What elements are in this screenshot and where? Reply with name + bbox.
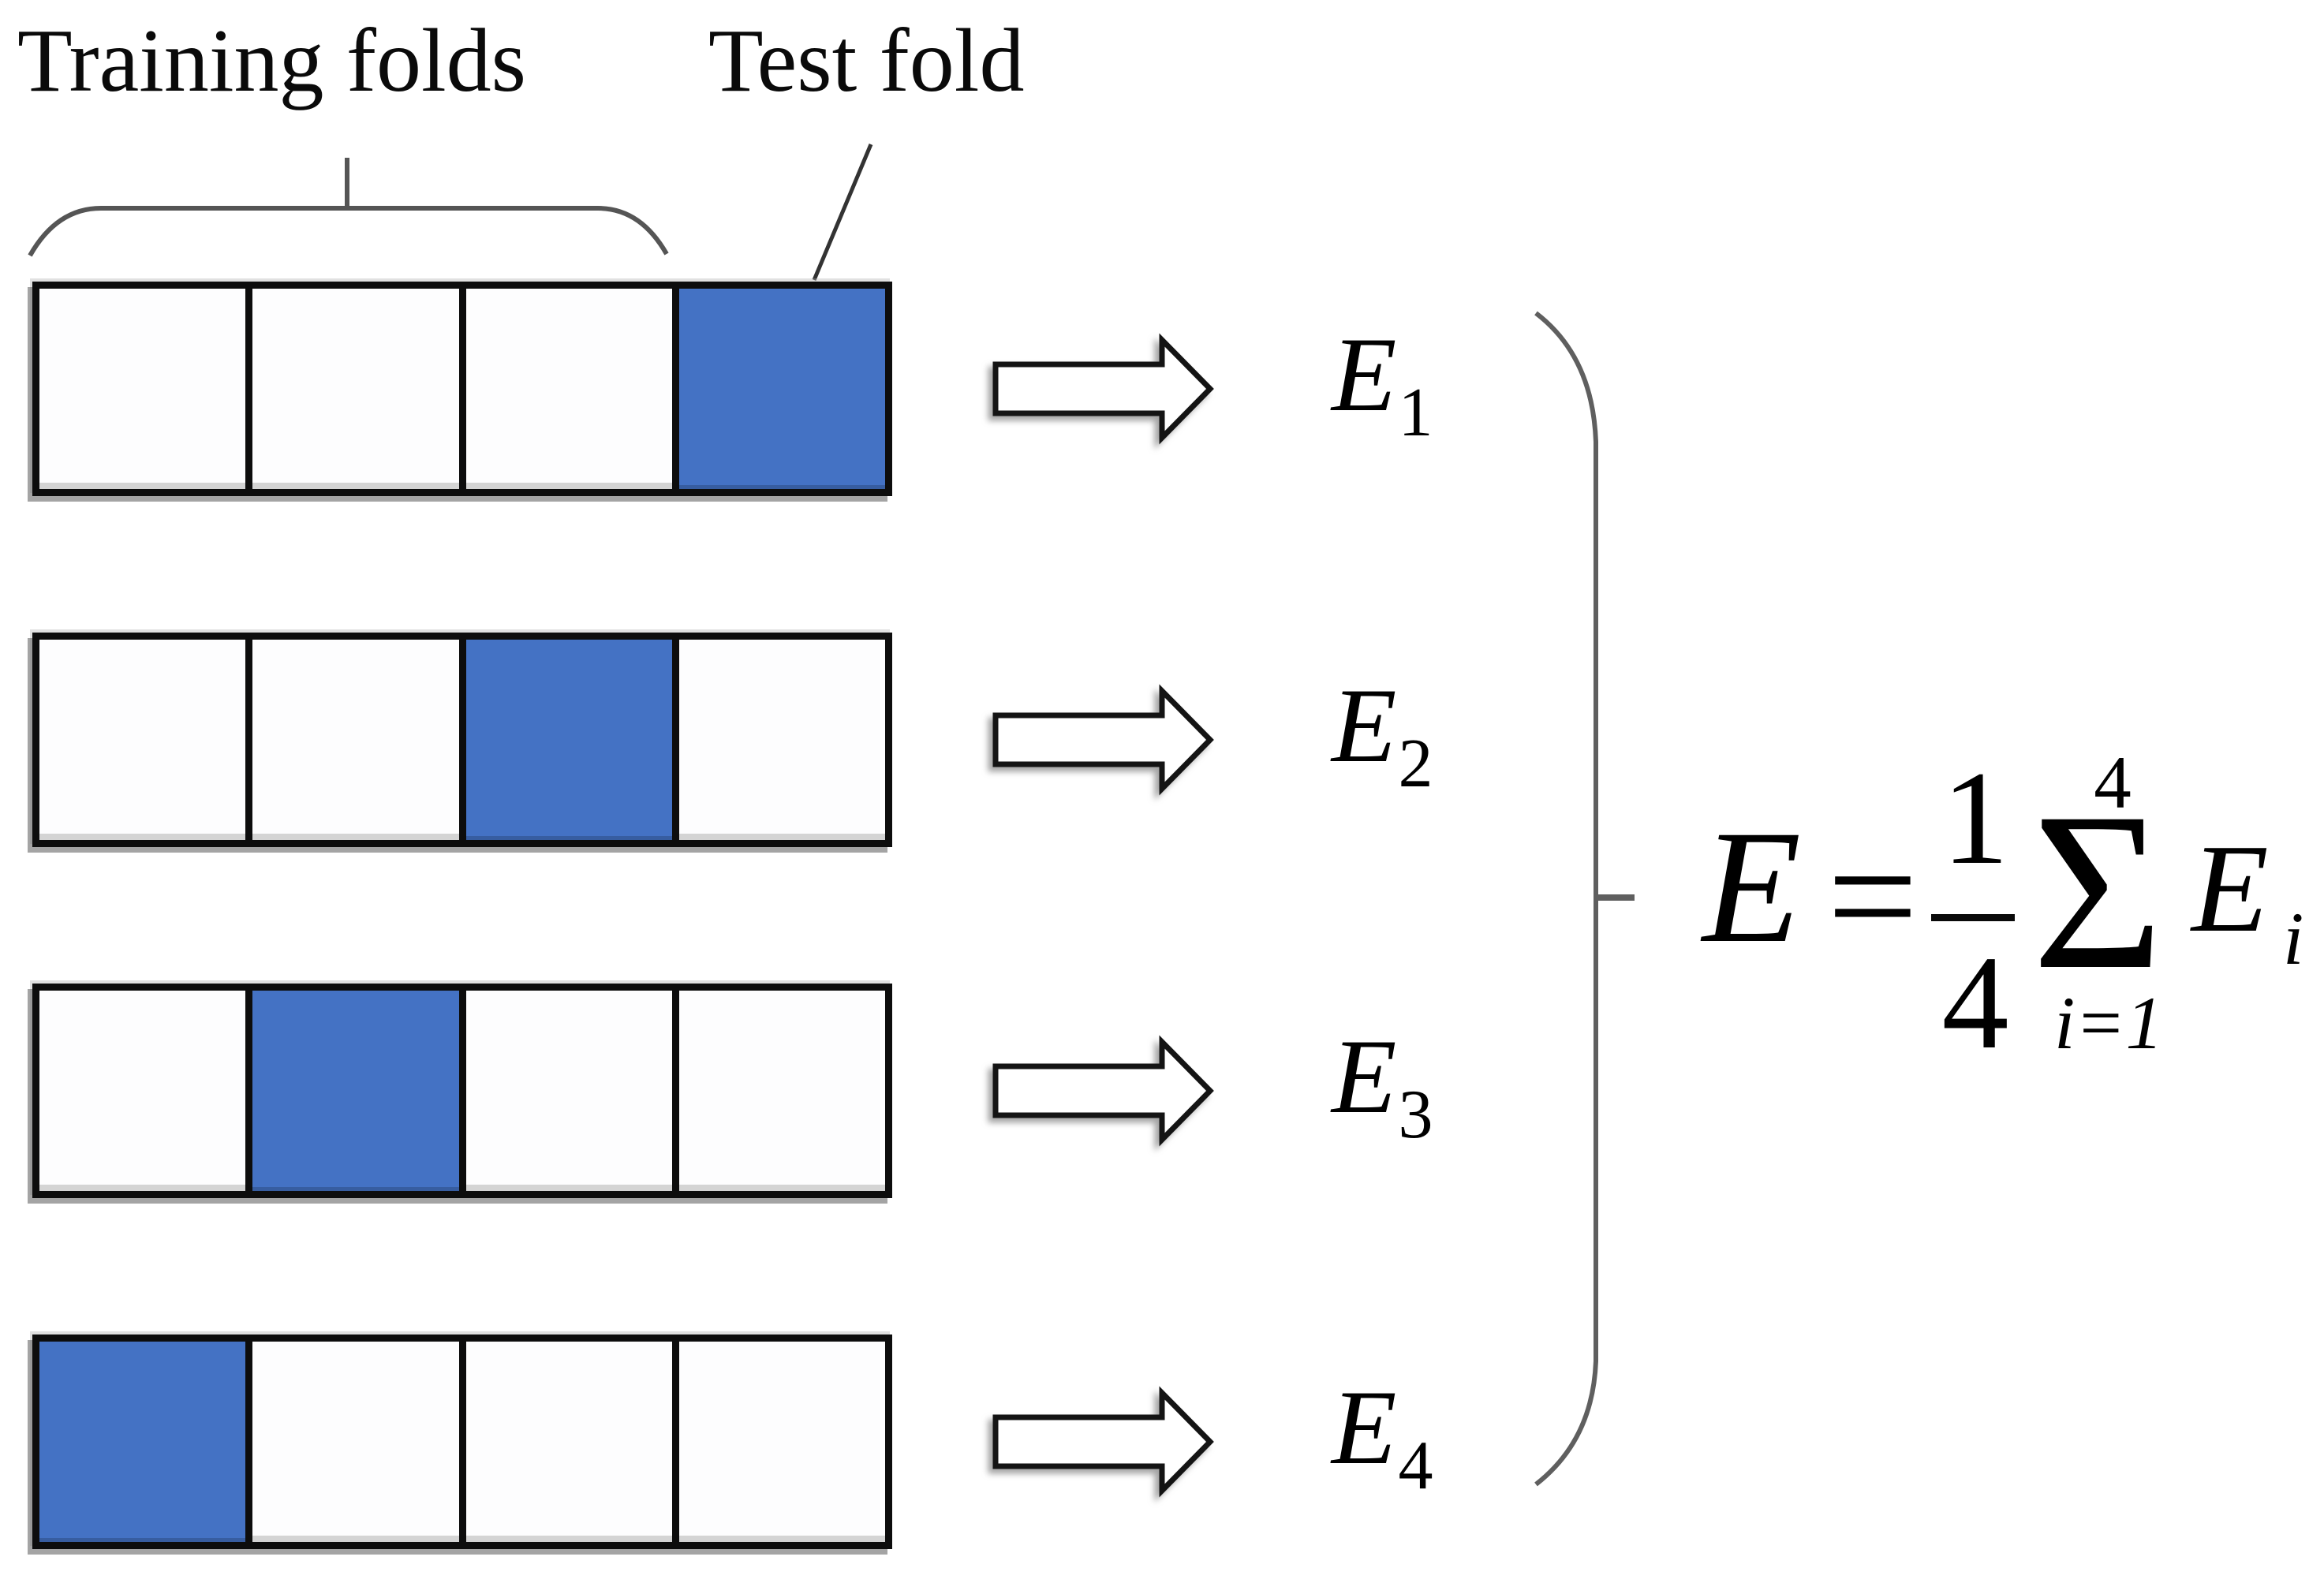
result-label-subscript: 2 (1398, 726, 1433, 802)
result-label-main: E (1332, 667, 1397, 785)
result-label-main: E (1332, 316, 1397, 434)
training-fold-cell (458, 289, 672, 489)
test-fold-label: Test fold (708, 10, 1025, 110)
result-label-main: E (1332, 1018, 1397, 1136)
training-fold-cell (458, 1342, 672, 1542)
summation-lower-limit: i=1 (2054, 981, 2164, 1065)
test-fold-cell (458, 640, 672, 840)
result-label-main: E (1332, 1369, 1397, 1487)
formula-lhs: E (1702, 797, 1802, 976)
training-fold-cell (39, 289, 246, 489)
summation-upper-limit: 4 (2094, 741, 2132, 824)
fraction-denominator: 4 (1941, 928, 2009, 1077)
training-fold-cell (671, 1342, 885, 1542)
result-arrow-icon (992, 1386, 1214, 1498)
training-fold-cell (39, 640, 246, 840)
result-label: E4 (1332, 1375, 1433, 1501)
summation-sigma-icon: Σ (2032, 766, 2164, 1016)
fold-row (32, 633, 892, 847)
result-arrow-icon (992, 684, 1214, 796)
test-fold-cell (245, 991, 459, 1191)
fold-row (32, 282, 892, 496)
equals-sign: = (1827, 807, 1919, 986)
result-label: E2 (1332, 673, 1433, 799)
result-label: E1 (1332, 322, 1433, 448)
training-fold-cell (671, 991, 885, 1191)
test-fold-cell (671, 289, 885, 489)
result-label-subscript: 1 (1398, 375, 1433, 451)
grouping-bracket (1534, 311, 1635, 1487)
fold-row (32, 984, 892, 1198)
training-fold-cell (245, 289, 459, 489)
result-label-subscript: 3 (1398, 1077, 1433, 1153)
result-arrow-icon (992, 1035, 1214, 1147)
summation-term: E (2191, 818, 2269, 958)
result-arrow-icon (992, 333, 1214, 445)
fold-row (32, 1334, 892, 1549)
fraction-bar (1931, 914, 2015, 921)
test-fold-cell (39, 1342, 246, 1542)
training-folds-label: Training folds (17, 10, 527, 110)
training-fold-cell (458, 991, 672, 1191)
result-label-subscript: 4 (1398, 1428, 1433, 1504)
training-fold-cell (245, 640, 459, 840)
test-fold-pointer-line (812, 144, 873, 281)
fraction-numerator: 1 (1941, 744, 2009, 892)
training-fold-cell (671, 640, 885, 840)
training-fold-cell (39, 991, 246, 1191)
summation-term-subscript: i (2283, 897, 2304, 980)
training-folds-brace (28, 158, 669, 257)
result-label: E3 (1332, 1024, 1433, 1150)
training-fold-cell (245, 1342, 459, 1542)
